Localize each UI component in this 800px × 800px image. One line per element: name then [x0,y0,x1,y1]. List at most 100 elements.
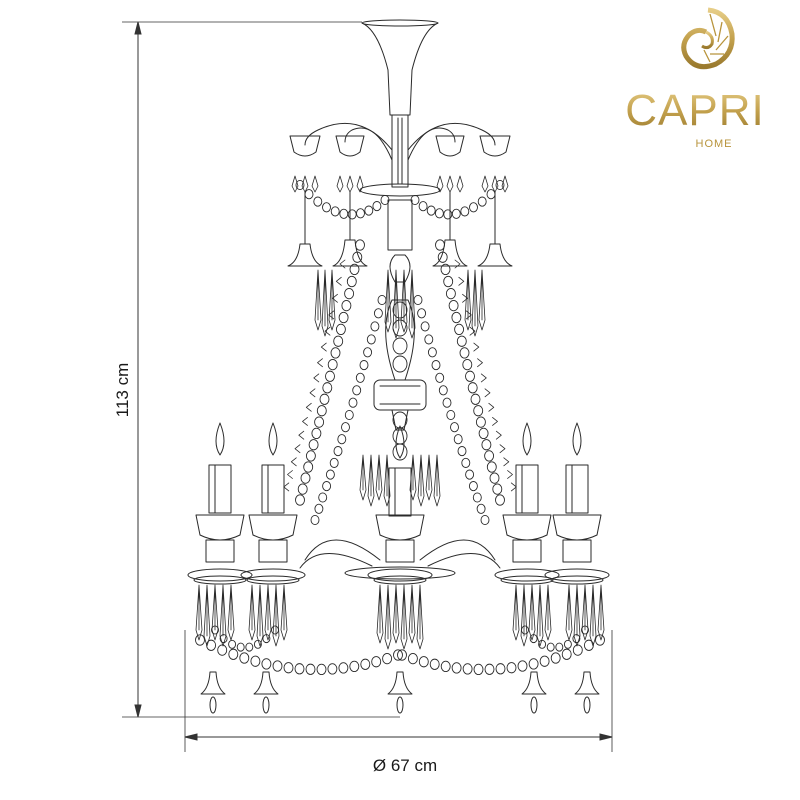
crystal-drop [425,454,433,501]
garland-bead [338,311,349,324]
garland-bead [438,385,448,396]
garland-bead [341,299,352,312]
garland-bead [451,662,462,674]
crystal-drop [376,584,384,644]
crystal-prism [477,358,483,368]
chandelier-drawing [187,19,610,714]
garland-bead [495,663,506,675]
garland-bead [478,427,489,440]
crystal-drop [544,584,552,641]
crystal-prism [499,444,506,454]
crystal-prism [324,326,331,336]
garland-bead [413,294,423,306]
garland-bead [311,427,322,440]
crystal-drop [291,175,299,193]
crystal-prism [317,358,323,368]
capri-home-logo: CAPRI HOME [625,7,764,150]
height-label: 113 cm [113,363,132,418]
garland-bead [462,358,473,371]
crystal-prism [305,402,312,412]
crystal-drop [464,269,472,331]
crystal-drop [280,584,288,641]
garland-bead [468,481,478,492]
crystal-prism [332,293,338,303]
garland-bead [446,409,456,421]
crystal-drop [392,584,400,644]
garland-bead [322,382,333,394]
crystal-drop [573,584,581,647]
crystal-prism [454,259,461,269]
crystal-drop [301,175,309,193]
garland-bead [492,483,503,495]
garland-bead [420,321,430,332]
garland-bead [426,205,436,216]
crystal-drop [272,584,280,647]
crystal-drop [328,269,336,331]
crystal-drop [456,175,464,193]
garland-bead [329,457,339,468]
garland-bead [327,358,338,371]
garland-bead [348,397,358,408]
garland-bead [445,287,456,300]
garland-bead [435,372,445,383]
crystal-prism [320,342,327,352]
upper-arms [304,122,496,161]
crystal-drop [400,269,408,333]
garland-bead [462,663,473,675]
garland-bead [217,644,228,656]
crystal-drop [264,584,272,641]
garland-bead [319,393,330,405]
garland-bead [337,434,347,445]
garland-bead [555,642,564,652]
garland-bead [310,514,320,526]
garland-bead [352,251,363,263]
garland-bead [333,446,343,457]
garland-bead [261,658,272,670]
garland-bead [456,335,467,347]
crystal-drop [528,584,536,641]
width-label: Ø 67 cm [373,756,437,775]
crystal-prism [469,326,476,336]
garland-bead [314,416,325,428]
crystal-drop [384,584,392,650]
crystal-prism [335,276,342,286]
crystal-drop [392,269,400,339]
crystal-drop [436,175,444,193]
crystal-drop [195,584,203,641]
garland-bead [339,208,349,219]
garland-bead [304,189,314,200]
garland-bead [546,642,555,652]
crystal-prism [492,417,498,426]
garland-bead [344,287,355,300]
garland-bead [316,405,327,417]
garland-bead [295,179,305,191]
garland-bead [355,372,365,383]
garland-bead [465,370,475,382]
crystal-prism [488,402,495,412]
garland-bead [228,639,237,649]
crystal-drop [536,584,544,647]
garland-bead [427,347,437,358]
garland-bead [480,514,490,526]
garland-bead [380,194,390,206]
garland-bead [454,323,465,336]
crystal-pendants [195,175,605,650]
crystal-drop [248,584,256,641]
column-bead [392,337,408,355]
garland-bead [467,382,478,394]
crystal-prism [495,430,502,440]
garland-bead [303,461,314,473]
crystal-drop [478,269,486,331]
crystal-drop [346,175,354,193]
crystal-drop [375,454,383,501]
candle-arm [494,422,560,585]
crystal-prism [290,457,297,467]
garland-bead [465,469,475,480]
garland-bead [318,492,328,503]
garland-bead [563,639,572,649]
garland-bead [295,494,305,506]
candle-arms [187,422,610,585]
garland-bead [272,660,283,672]
garland-bead [250,655,261,667]
